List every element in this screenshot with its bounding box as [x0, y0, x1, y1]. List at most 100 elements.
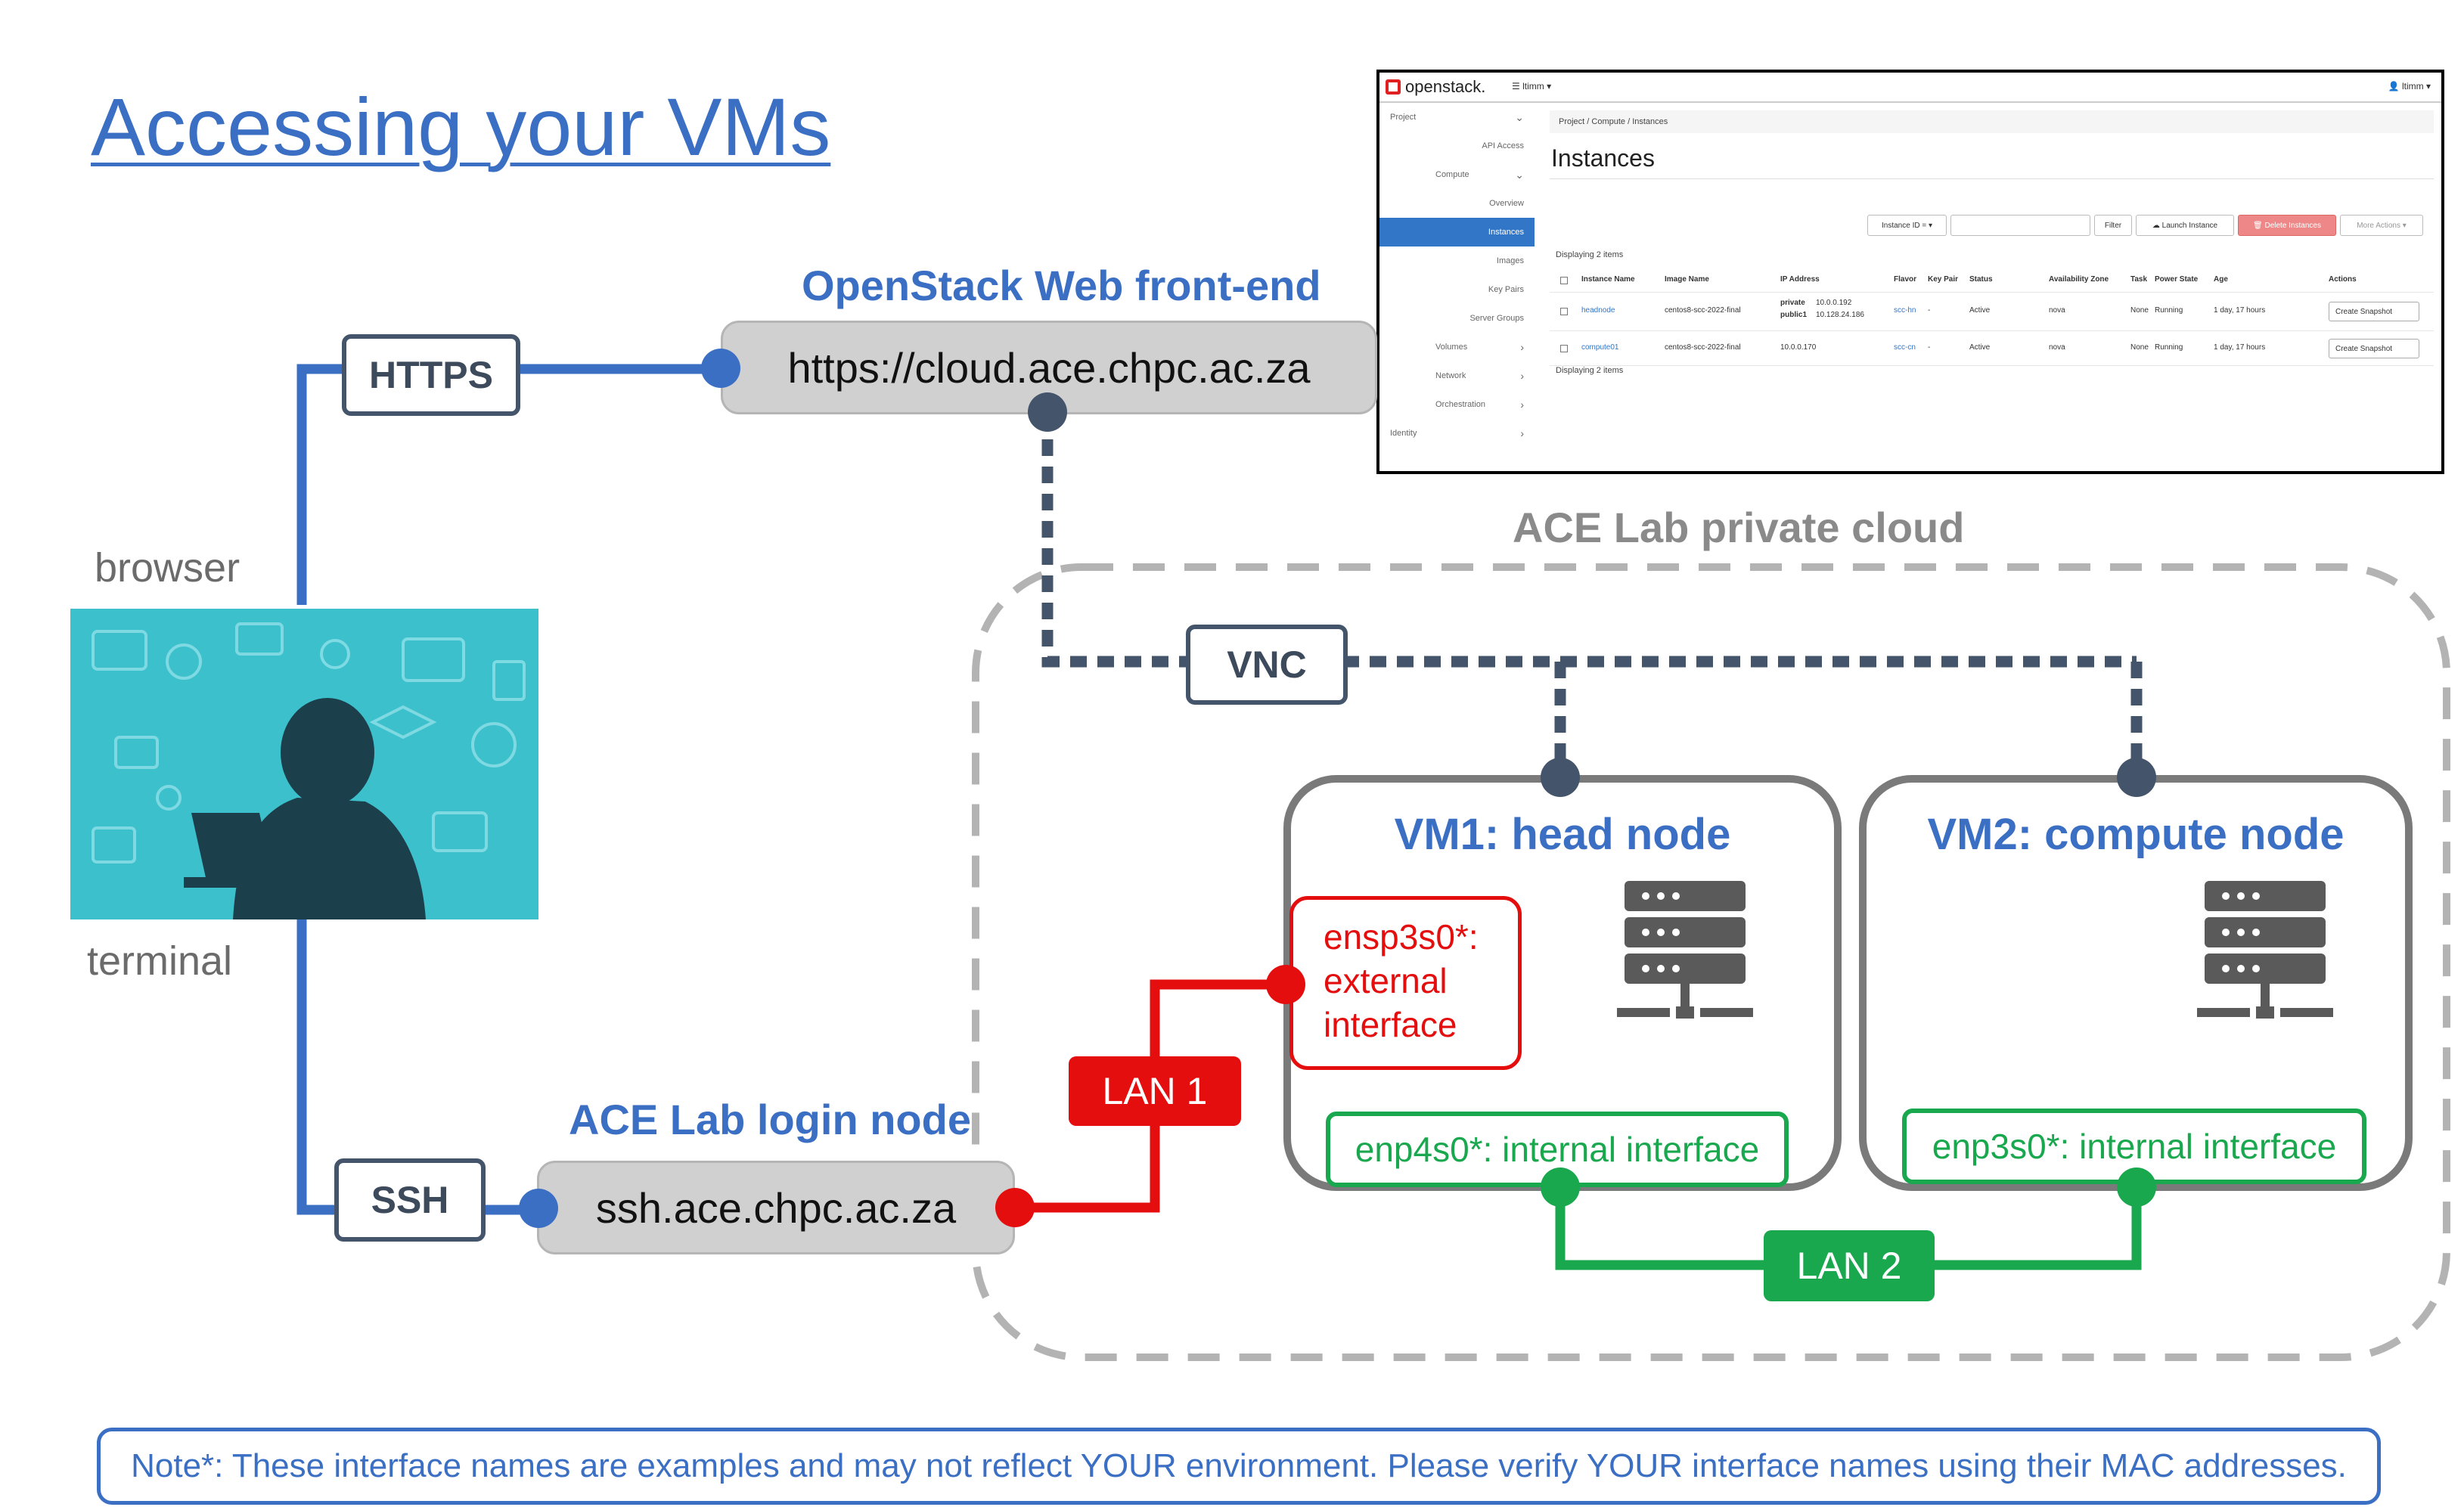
more-actions-button[interactable]: More Actions ▾: [2340, 215, 2423, 236]
task: None: [2130, 306, 2149, 315]
vm1-external-interface: ensp3s0*: external interface: [1289, 896, 1522, 1070]
col-age[interactable]: Age: [2214, 275, 2228, 284]
delete-instances-button[interactable]: 🗑 Delete Instances: [2238, 215, 2336, 236]
task: None: [2130, 343, 2149, 352]
key-pair: -: [1928, 343, 1931, 352]
age: 1 day, 17 hours: [2214, 343, 2266, 352]
sidebar-item-label: Compute: [1435, 170, 1469, 179]
sidebar-item-compute[interactable]: Compute ⌄: [1379, 160, 1535, 189]
chevron-icon: ›: [1520, 398, 1524, 411]
ip-label-private: private: [1780, 299, 1805, 307]
col-power-state[interactable]: Power State: [2155, 275, 2199, 284]
sidebar-item-project[interactable]: Project ⌄: [1379, 103, 1535, 132]
vm1-internal-interface: enp4s0*: internal interface: [1326, 1112, 1789, 1187]
instance-name-link[interactable]: headnode: [1581, 306, 1615, 315]
image-name: centos8-scc-2022-final: [1665, 306, 1741, 315]
instances-heading: Instances: [1551, 144, 1655, 172]
sidebar-item-identity[interactable]: Identity ›: [1379, 419, 1535, 448]
filter-select[interactable]: Instance ID = ▾: [1867, 215, 1947, 236]
openstack-topbar: openstack. ☰ ltimm ▾ 👤 ltimm ▾: [1379, 73, 2441, 103]
person-at-computer-image: [70, 609, 538, 919]
https-tag: HTTPS: [342, 334, 520, 416]
vm2-title: VM2: compute node: [1927, 810, 2345, 859]
vm2-internal-interface: enp3s0*: internal interface: [1902, 1109, 2366, 1184]
chevron-icon: ›: [1520, 341, 1524, 353]
sidebar-item-label: Images: [1496, 256, 1524, 265]
vnc-link-line: [1041, 412, 2137, 668]
col-actions: Actions: [2329, 275, 2357, 284]
chevron-icon: ⌄: [1515, 110, 1524, 123]
openstack-logo: openstack.: [1386, 77, 1485, 97]
heading-divider: [1550, 178, 2434, 179]
breadcrumb: Project / Compute / Instances: [1550, 110, 2434, 133]
sidebar-item-label: Key Pairs: [1488, 285, 1524, 294]
flavor-link[interactable]: scc-hn: [1894, 306, 1916, 315]
col-image-name[interactable]: Image Name: [1665, 275, 1709, 284]
sidebar-item-key-pairs[interactable]: Key Pairs: [1379, 275, 1535, 304]
sidebar-item-volumes[interactable]: Volumes ›: [1379, 333, 1535, 361]
col-key-pair[interactable]: Key Pair: [1928, 275, 1959, 284]
col-task[interactable]: Task: [2130, 275, 2148, 284]
sidebar-item-orchestration[interactable]: Orchestration ›: [1379, 390, 1535, 419]
instance-name-link[interactable]: compute01: [1581, 343, 1619, 352]
web-frontend-host: https://cloud.ace.chpc.ac.za: [721, 321, 1377, 414]
col-instance-name[interactable]: Instance Name: [1581, 275, 1635, 284]
filter-input[interactable]: [1950, 215, 2090, 236]
https-link-line: [296, 364, 722, 605]
page-title: Accessing your VMs: [91, 81, 831, 172]
col-ip-address[interactable]: IP Address: [1780, 275, 1820, 284]
row-checkbox[interactable]: [1560, 308, 1568, 315]
sidebar-item-network[interactable]: Network ›: [1379, 361, 1535, 390]
sidebar-item-label: Identity: [1390, 429, 1417, 438]
power-state: Running: [2155, 343, 2183, 352]
lan2-tag: LAN 2: [1764, 1230, 1935, 1301]
ssh-tag: SSH: [334, 1158, 486, 1242]
sidebar-item-label: Orchestration: [1435, 400, 1486, 409]
login-node-host: ssh.ace.chpc.ac.za: [537, 1161, 1015, 1254]
displaying-count-bottom: Displaying 2 items: [1556, 366, 1624, 375]
col-status[interactable]: Status: [1969, 275, 1993, 284]
terminal-label: terminal: [87, 938, 233, 984]
row-checkbox[interactable]: [1560, 345, 1568, 352]
private-cloud-boundary: [972, 563, 2450, 1361]
key-pair: -: [1928, 306, 1931, 315]
col-flavor[interactable]: Flavor: [1894, 275, 1917, 284]
vm2-server-icon: [2197, 881, 2333, 1019]
sidebar-item-server-groups[interactable]: Server Groups: [1379, 304, 1535, 333]
flavor-link[interactable]: scc-cn: [1894, 343, 1916, 352]
sidebar-item-label: Instances: [1488, 228, 1524, 237]
ip-public: 10.128.24.186: [1816, 311, 1864, 319]
age: 1 day, 17 hours: [2214, 306, 2266, 315]
sidebar-item-label: Project: [1390, 113, 1417, 122]
sidebar-item-images[interactable]: Images: [1379, 247, 1535, 275]
user-menu[interactable]: 👤 ltimm ▾: [2388, 81, 2431, 91]
launch-instance-button[interactable]: ☁ Launch Instance: [2136, 215, 2234, 236]
sidebar-item-label: API Access: [1482, 141, 1524, 150]
chevron-icon: ›: [1520, 370, 1524, 382]
sidebar-item-overview[interactable]: Overview: [1379, 189, 1535, 218]
sidebar-item-label: Volumes: [1435, 343, 1468, 352]
note-banner: Note*: These interface names are example…: [97, 1428, 2381, 1505]
chevron-icon: ›: [1520, 427, 1524, 439]
sidebar-item-instances[interactable]: Instances: [1379, 218, 1535, 247]
col-availability-zone[interactable]: Availability Zone: [2049, 275, 2109, 284]
image-name: centos8-scc-2022-final: [1665, 343, 1741, 352]
ip-label-public: public1: [1780, 311, 1808, 319]
create-snapshot-button[interactable]: Create Snapshot: [2329, 339, 2419, 358]
create-snapshot-button[interactable]: Create Snapshot: [2329, 302, 2419, 321]
person-silhouette-icon: [92, 622, 526, 919]
login-node-label: ACE Lab login node: [569, 1096, 971, 1143]
table-row: compute01 centos8-scc-2022-final 10.0.0.…: [1550, 331, 2434, 366]
sidebar-item-api-access[interactable]: API Access: [1379, 132, 1535, 160]
status: Active: [1969, 343, 1991, 352]
vm1-server-icon: [1617, 881, 1753, 1019]
select-all-checkbox[interactable]: [1560, 277, 1568, 284]
sidebar-item-label: Overview: [1489, 199, 1524, 208]
project-menu[interactable]: ☰ ltimm ▾: [1512, 81, 1552, 91]
status: Active: [1969, 306, 1991, 315]
browser-label: browser: [95, 545, 241, 591]
sidebar-item-label: Network: [1435, 371, 1466, 380]
displaying-count-top: Displaying 2 items: [1556, 250, 1624, 259]
filter-button[interactable]: Filter: [2094, 215, 2132, 236]
chevron-icon: ⌄: [1515, 168, 1524, 181]
